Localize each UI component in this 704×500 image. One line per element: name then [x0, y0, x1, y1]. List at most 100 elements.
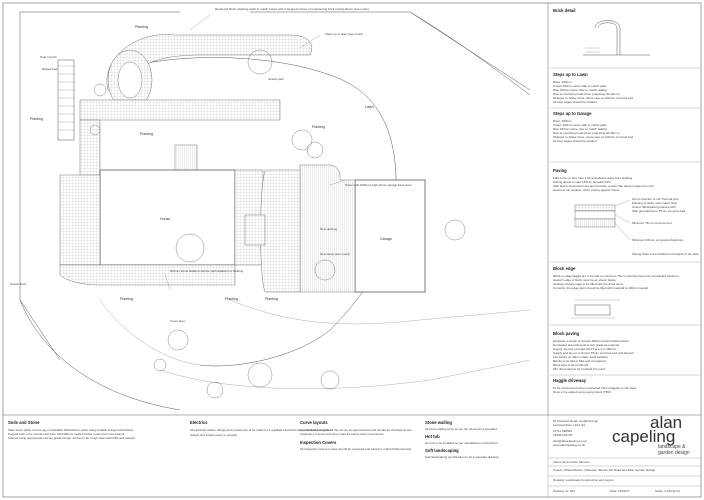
- label-planting-mid: Planting: [140, 132, 153, 136]
- garage-steps: [244, 214, 266, 246]
- svg-text:All step edges should be rebat: All step edges should be rebated: [553, 139, 597, 143]
- sleeper-note-1: 10mm chamfer or rail Thermal joint: [632, 197, 679, 201]
- svg-text:Wrapper to follow curve, stone: Wrapper to follow curve, stone step on 1…: [553, 96, 633, 100]
- haggle-text-2: Drive to be edged using paving block (TB…: [553, 390, 611, 394]
- brick-detail-drawing: [583, 20, 650, 56]
- tree-3: [306, 141, 324, 159]
- svg-text:All inspection covers in area: All inspection covers in area should be …: [300, 447, 412, 451]
- label-service-path: 600mm stone slabbed service path adjacen…: [170, 269, 244, 273]
- brand-name-1: alan: [650, 413, 682, 432]
- tree-2: [291, 129, 313, 151]
- garage-footprint: [354, 179, 426, 293]
- label-new-steps: New steps (see notes): [320, 252, 350, 256]
- label-house: House: [160, 217, 170, 221]
- svg-text:Blocks to be laid to falls and: Blocks to be laid to falls and compacted: [553, 359, 606, 363]
- svg-text:Rise 150mm stone riser to matc: Rise 150mm stone riser to match walling: [553, 127, 607, 131]
- tree-6: [247, 362, 273, 388]
- label-lawn: Lawn: [365, 105, 374, 109]
- svg-text:Paving above to start 150mm be: Paving above to start 150mm beneath DPC: [553, 180, 612, 184]
- paving-section-drawing: [574, 199, 631, 241]
- svg-text:Layout dimensions for all the: Layout dimensions for all the curves are…: [300, 428, 412, 432]
- svg-text:Rise 150mm stone riser to matc: Rise 150mm stone riser to match walling: [553, 88, 607, 92]
- svg-text:Falls to be no less than 1:60: Falls to be no less than 1:60 and always…: [553, 176, 633, 180]
- block-paving-title: Block paving: [553, 331, 580, 336]
- block-edge-title: Block edge: [553, 266, 576, 271]
- svg-text:Hot tub to be installed as per: Hot tub to be installed as per manufactu…: [425, 441, 498, 445]
- title-block: 64 Chestnut Road, Loughborough Leicester…: [547, 413, 701, 497]
- drawing-number: Drawing no: 004: [553, 489, 575, 493]
- drawing-scale: Scale: 1:100 @ A1: [655, 489, 680, 493]
- electrics-title: Electrics: [190, 420, 208, 425]
- soft-landscaping-title: Soft landscaping: [425, 448, 459, 453]
- label-drive: Gravel drive: [10, 282, 27, 286]
- hot-tub-title: Hot tub: [425, 434, 440, 439]
- curve-title: Curve layouts: [300, 420, 328, 425]
- phone: 07711 098564: [553, 429, 572, 433]
- svg-text:Block to edge haggle are to be: Block to edge haggle are to be laid on m…: [553, 274, 679, 278]
- tree-7: [206, 381, 224, 399]
- plan-labels: Planting Planting Planting Planting Plan…: [10, 7, 412, 323]
- hardcore-note: Minimum 100mm compacted hardcore: [632, 238, 684, 242]
- svg-text:Jointing of block edge to be f: Jointing of block edge to be filled with…: [553, 282, 623, 286]
- svg-text:Excavated area will spoil to s: Excavated area will spoil to sub grade a…: [553, 343, 620, 347]
- svg-text:Currently, the edge plant shou: Currently, the edge plant should be fill…: [553, 286, 648, 290]
- svg-text:Rise to overhang tread (front: Rise to overhang tread (front projecting…: [553, 131, 620, 135]
- email: alan@alancapeling.co.uk: [553, 439, 587, 443]
- stone-walling-title: Stone walling: [425, 420, 452, 425]
- svg-text:Pergola Arch to be constructed: Pergola Arch to be constructed from 100x…: [8, 432, 125, 436]
- brand-tag-1: landscape &: [658, 444, 686, 450]
- client-label: Client: Mr and Mrs Johnson: [553, 460, 590, 464]
- tree-1: [247, 49, 273, 75]
- svg-text:Tread: 400mm stone slab to mat: Tread: 400mm stone slab to match patio: [553, 123, 607, 127]
- label-planting-right: Planting: [312, 125, 325, 129]
- drawing-label: Drawing: Landscape Construction and Layo…: [553, 478, 614, 482]
- lower-patio: [59, 264, 236, 286]
- haggle-text-1: To be constructed using compacted 20mm h…: [553, 386, 637, 390]
- svg-text:pieces at run position, when p: pieces at run position, when paving agai…: [553, 188, 620, 192]
- block-edge-drawing: [570, 299, 620, 319]
- steps-garage-text: Riser: 150mm Tread: 400mm stone slab to …: [553, 119, 633, 143]
- label-garage: Garage: [380, 237, 392, 241]
- label-raised-bed: Raised bed: [42, 67, 58, 71]
- block-paving-text: Excavate to depth of at least 300mm belo…: [553, 339, 634, 371]
- upper-patio: [79, 99, 281, 121]
- label-patio-note: Rendered block retaining walls to match …: [215, 7, 369, 11]
- tree-10: [444, 219, 466, 241]
- paving-note-2: Paving slabs to be bedded to full depth …: [632, 252, 699, 256]
- inspection-title: Inspection Covers: [300, 440, 337, 445]
- paving-text: Falls to be no less than 1:60 and always…: [553, 176, 654, 192]
- label-new-deck: New decking: [320, 227, 338, 231]
- svg-text:Kiln dried sand to be brushed: Kiln dried sand to be brushed into joint…: [553, 367, 606, 371]
- address-line-2: Leicestershire, LE11 4LL: [553, 423, 586, 427]
- brand-tag-2: garden design: [658, 450, 690, 456]
- timber-pergola: [57, 59, 75, 141]
- sleeper-note-3: Colour: Blockpaving painted with: [632, 205, 676, 209]
- notes-strip: Soils and Stone Slate stone paths to be …: [8, 420, 499, 459]
- steps-lawn-text: Riser: 150mm Tread: 300mm stone slab to …: [553, 80, 633, 104]
- svg-text:Wrapper to follow curve, stone: Wrapper to follow curve, stone step on 1…: [553, 135, 633, 139]
- brick-detail-title: Brick detail: [553, 8, 576, 13]
- label-planting-top: Planting: [135, 25, 148, 29]
- garage-patio: [260, 169, 301, 293]
- sleeper-note-4: Slab groundwork to 75mm concrete bed: [632, 209, 686, 213]
- steps-lawn-title: Steps up to Lawn: [553, 72, 588, 77]
- svg-text:Supply and lay on minimum 75mm: Supply and lay on minimum 75mm concrete …: [553, 351, 634, 355]
- label-planting-bottom2: Planting: [265, 297, 278, 301]
- drawing-date: Date: 12/09/17: [610, 489, 630, 493]
- svg-text:All electrical cables, fitting: All electrical cables, fittings and sock…: [190, 428, 331, 432]
- house-side-path: [59, 174, 101, 266]
- haggle-title: Haggle driveway: [553, 378, 587, 383]
- address-line-1: 64 Chestnut Road, Loughborough: [553, 419, 599, 423]
- svg-text:Soft landscaping specification: Soft landscaping specification to be a s…: [425, 455, 499, 459]
- svg-text:Supply and install power to pe: Supply and install power to pergola: [190, 433, 237, 437]
- label-seat: Seat / bench: [40, 55, 57, 59]
- project-label: Project: Wheat Bottom, Fiskerton, Beechc…: [553, 468, 656, 472]
- concrete-note: Minimum 75mm concrete bed: [632, 221, 672, 225]
- label-gravel: Gravel path: [268, 77, 284, 81]
- website: www.alancapeling.co.uk: [553, 443, 586, 447]
- tree-9: [320, 370, 340, 390]
- label-planting-left: Planting: [30, 117, 43, 121]
- block-edge-text: Block to edge haggle are to be laid on m…: [553, 274, 679, 290]
- brand-name-2: capeling: [612, 427, 675, 446]
